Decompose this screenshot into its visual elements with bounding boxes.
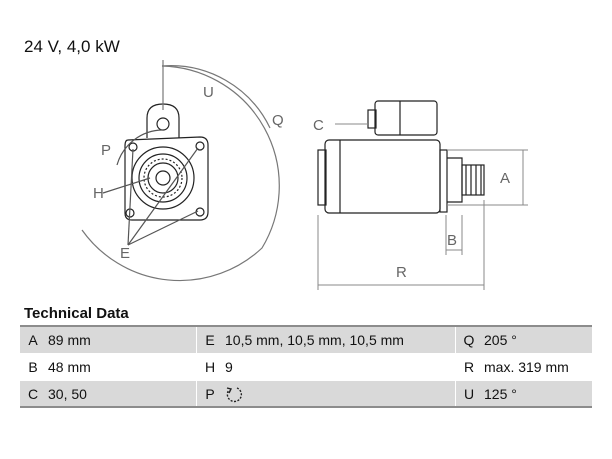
value: 9	[223, 353, 455, 381]
label-h: H	[93, 185, 104, 202]
key: Q	[456, 327, 482, 354]
starter-motor-drawing: U Q P H E C A B R	[81, 60, 528, 290]
key: H	[197, 353, 223, 381]
table-bottom-rule	[20, 406, 592, 408]
side-view	[317, 100, 485, 214]
value: max. 319 mm	[482, 353, 592, 381]
table-row: B 48 mm H 9 R max. 319 mm	[20, 353, 592, 381]
rotation-direction-icon	[226, 387, 243, 403]
angle-arc-p	[116, 129, 164, 166]
table-row: C 30, 50 P U 125 °	[20, 380, 592, 407]
value: 48 mm	[46, 353, 196, 381]
angle-arc-u	[161, 65, 271, 129]
label-u: U	[203, 84, 214, 101]
front-view	[124, 103, 209, 221]
label-q: Q	[272, 112, 284, 129]
key: B	[20, 353, 46, 381]
key: C	[20, 380, 46, 407]
value: 10,5 mm, 10,5 mm, 10,5 mm	[223, 327, 455, 354]
flange-outline	[124, 136, 209, 221]
table-row: A 89 mm E 10,5 mm, 10,5 mm, 10,5 mm Q 20…	[20, 327, 592, 354]
label-r: R	[396, 264, 407, 281]
label-p: P	[101, 142, 111, 159]
key: A	[20, 327, 46, 354]
table-top-rule	[20, 325, 592, 327]
dimension-lines	[317, 123, 528, 290]
label-b: B	[447, 232, 457, 249]
label-e: E	[120, 245, 130, 262]
value: 125 °	[482, 380, 592, 407]
value: 89 mm	[46, 327, 196, 354]
key: U	[456, 380, 482, 407]
technical-data-title: Technical Data	[24, 305, 129, 322]
angle-arc-q	[81, 65, 280, 282]
value: 30, 50	[46, 380, 196, 407]
key: E	[197, 327, 223, 354]
label-c: C	[313, 117, 324, 134]
spec-heading: 24 V, 4,0 kW	[24, 37, 120, 56]
label-a: A	[500, 170, 510, 187]
key: R	[456, 353, 482, 381]
value: 205 °	[482, 327, 592, 354]
key: P	[197, 380, 223, 407]
technical-data-table: A 89 mm E 10,5 mm, 10,5 mm, 10,5 mm Q 20…	[20, 327, 592, 407]
